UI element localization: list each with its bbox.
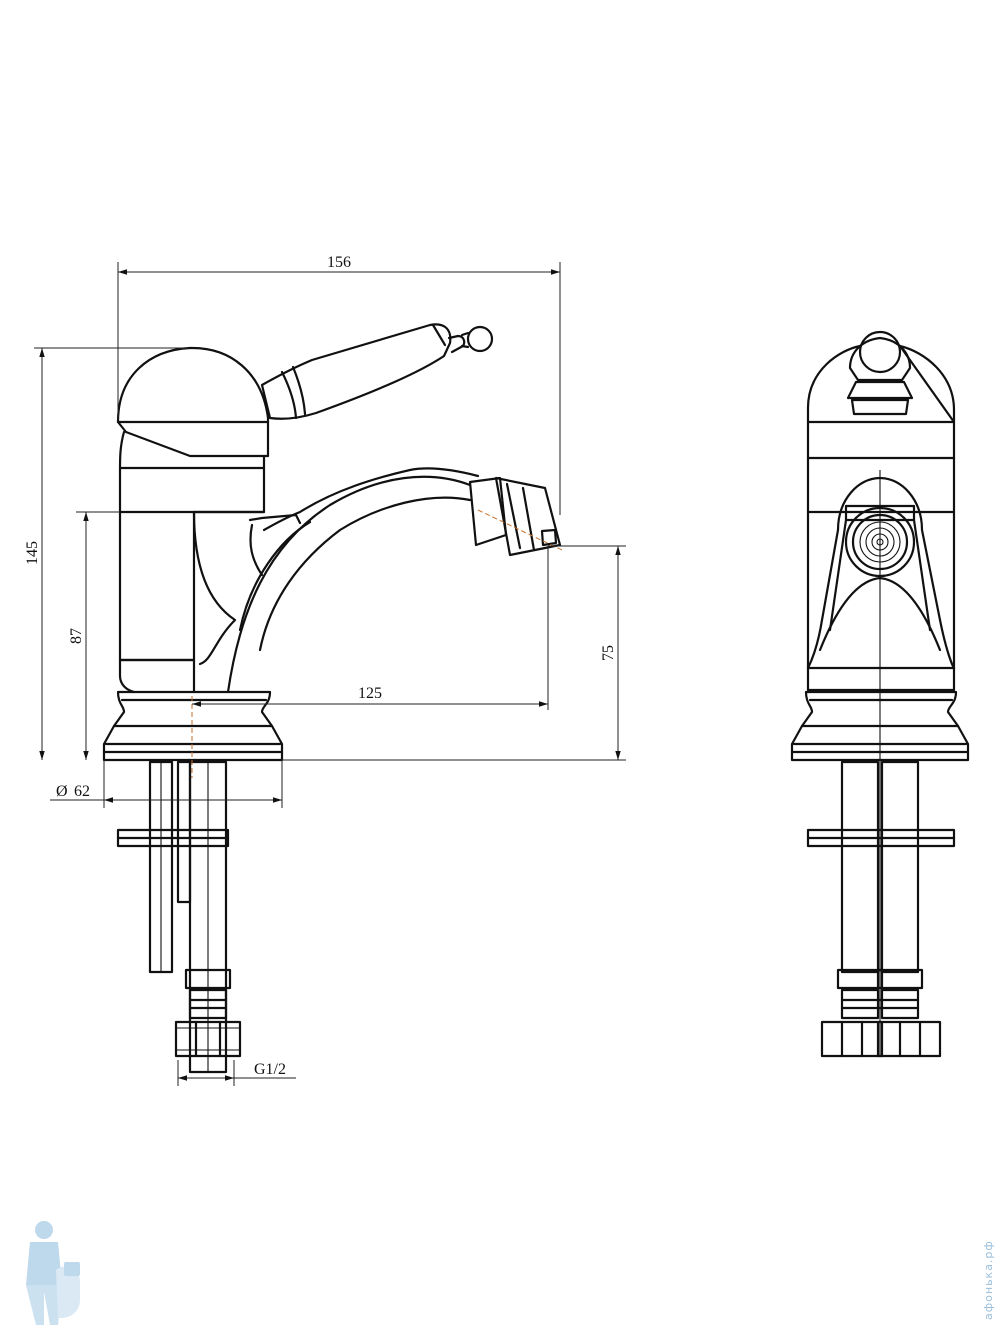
label-overall-length: 156 xyxy=(327,254,351,271)
front-supply-pipes xyxy=(806,760,956,1058)
dimension-thread: G1/2 xyxy=(177,1060,296,1086)
front-view xyxy=(790,330,970,1058)
lever-cap xyxy=(116,346,270,458)
plumber-logo xyxy=(26,1221,80,1325)
spout xyxy=(192,467,562,694)
base-flange xyxy=(102,690,284,762)
hex-nut xyxy=(174,1020,242,1058)
dimension-base-diameter: Ø 62 xyxy=(50,760,283,808)
front-base-flange xyxy=(790,690,970,762)
label-thread: G1/2 xyxy=(254,1061,286,1078)
label-body-height: 87 xyxy=(68,628,85,644)
supply-pipes xyxy=(116,760,242,1074)
dimension-spout-reach: 125 xyxy=(192,546,549,710)
dimension-overall-length: 156 xyxy=(117,254,561,515)
front-handle-knob xyxy=(846,330,914,416)
lever-handle xyxy=(260,323,494,420)
front-body xyxy=(806,420,956,1056)
label-spout-height: 75 xyxy=(600,645,617,661)
dimension-total-height: 145 xyxy=(24,347,188,760)
front-hex-nuts xyxy=(820,1020,942,1058)
side-view: 156 145 87 75 125 xyxy=(24,254,626,1086)
label-diameter-symbol: Ø xyxy=(56,783,68,800)
label-spout-reach: 125 xyxy=(358,685,382,702)
dimension-body-height: 87 xyxy=(68,511,120,760)
label-base-diameter: 62 xyxy=(74,783,90,800)
dimension-spout-height: 75 xyxy=(282,545,626,761)
nozzle xyxy=(468,476,562,557)
faucet-body xyxy=(118,430,266,694)
front-dome xyxy=(806,344,956,424)
watermark-text: афонька.рф xyxy=(982,1240,995,1320)
label-total-height: 145 xyxy=(24,541,41,565)
front-aerator xyxy=(844,504,916,578)
